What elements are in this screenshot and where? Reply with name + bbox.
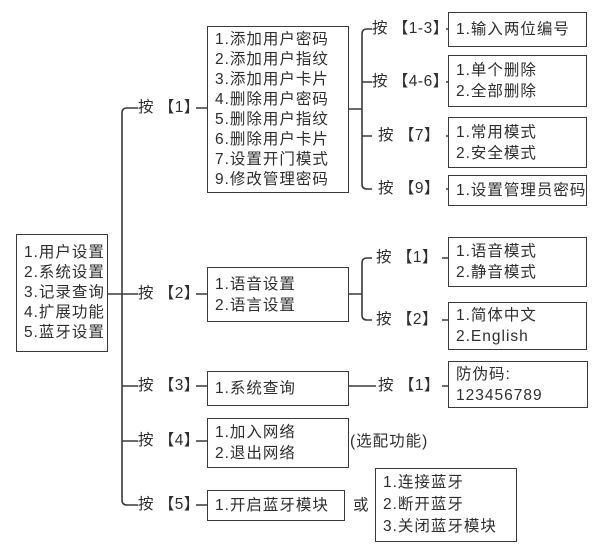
user-settings-box: 1.添加用户密码 2.添加用户指纹 3.添加用户卡片 4.删除用户密码 5.删除… — [207, 26, 349, 193]
menu-item: 2.断开蓝牙 — [383, 496, 464, 513]
user-sub-label-1-3: 按 【1-3】 — [372, 19, 449, 39]
system-sub-label-2: 按 【2】 — [372, 310, 442, 330]
system-settings-box: 1.语音设置 2.语言设置 — [207, 267, 349, 322]
language-box: 1.简体中文 2.English — [448, 302, 587, 350]
menu-item: 2.安全模式 — [456, 144, 537, 162]
anti-fake-code-box: 防伪码: 123456789 — [448, 361, 588, 408]
user-sub-label-4-6: 按 【4-6】 — [372, 72, 449, 92]
menu-item: 1.简体中文 — [456, 307, 537, 324]
system-query-box: 1.系统查询 — [207, 371, 349, 406]
code-caption: 防伪码: — [456, 365, 511, 383]
menu-item: 9.修改管理密码 — [215, 170, 329, 188]
menu-item: 1.常用模式 — [456, 123, 537, 141]
menu-item: 2.系统设置 — [24, 264, 105, 281]
voice-mode-box: 1.语音模式 2.静音模式 — [448, 237, 587, 287]
branch-label-1: 按 【1】 — [138, 98, 200, 118]
branch-label-3: 按 【3】 — [138, 376, 200, 396]
network-box: 1.加入网络 2.退出网络 — [207, 418, 349, 468]
menu-item: 1.系统查询 — [215, 380, 296, 397]
menu-item: 2.添加用户指纹 — [215, 50, 329, 68]
menu-item: 7.设置开门模式 — [215, 150, 329, 168]
door-mode-box: 1.常用模式 2.安全模式 — [448, 117, 587, 168]
menu-item: 4.删除用户密码 — [215, 90, 329, 108]
or-label: 或 — [353, 497, 370, 514]
menu-item: 3.关闭蓝牙模块 — [383, 518, 497, 535]
bluetooth-module-box: 1.开启蓝牙模块 — [207, 490, 345, 521]
system-sub-label-1: 按 【1】 — [372, 248, 442, 268]
menu-item: 1.设置管理员密码 — [456, 182, 587, 199]
branch-label-5: 按 【5】 — [138, 495, 200, 515]
menu-item: 2.全部删除 — [456, 83, 537, 100]
menu-item: 5.蓝牙设置 — [24, 324, 105, 341]
menu-item: 2.语言设置 — [215, 296, 296, 314]
menu-item: 1.加入网络 — [215, 424, 296, 441]
menu-item: 1.添加用户密码 — [215, 30, 329, 48]
menu-item: 4.扩展功能 — [24, 304, 105, 321]
main-menu-box: 1.用户设置 2.系统设置 3.记录查询 4.扩展功能 5.蓝牙设置 — [16, 234, 108, 352]
menu-item: 1.用户设置 — [24, 244, 105, 261]
menu-item: 1.连接蓝牙 — [383, 474, 464, 491]
input-id-box: 1.输入两位编号 — [448, 12, 587, 47]
menu-item: 5.删除用户指纹 — [215, 110, 329, 128]
branch-label-2: 按 【2】 — [138, 284, 200, 304]
menu-item: 3.记录查询 — [24, 284, 105, 301]
menu-item: 2.退出网络 — [215, 445, 296, 462]
delete-mode-box: 1.单个删除 2.全部删除 — [448, 55, 587, 107]
menu-item: 2.English — [456, 328, 529, 345]
menu-item: 1.语音模式 — [456, 243, 537, 260]
user-sub-label-7: 按 【7】 — [372, 126, 446, 146]
menu-item: 6.删除用户卡片 — [215, 130, 329, 148]
code-value: 123456789 — [456, 386, 543, 404]
record-sub-label-1: 按 【1】 — [376, 376, 442, 396]
menu-item: 2.静音模式 — [456, 264, 537, 281]
menu-item: 1.单个删除 — [456, 62, 537, 79]
menu-item: 1.语音设置 — [215, 275, 296, 293]
optional-note: (选配功能) — [350, 433, 429, 450]
admin-password-box: 1.设置管理员密码 — [448, 175, 587, 206]
menu-item: 1.输入两位编号 — [456, 21, 570, 38]
menu-item: 1.开启蓝牙模块 — [215, 497, 329, 514]
branch-label-4: 按 【4】 — [138, 431, 200, 451]
bluetooth-actions-box: 1.连接蓝牙 2.断开蓝牙 3.关闭蓝牙模块 — [375, 468, 517, 542]
user-sub-label-9: 按 【9】 — [372, 179, 446, 199]
menu-item: 3.添加用户卡片 — [215, 70, 329, 88]
